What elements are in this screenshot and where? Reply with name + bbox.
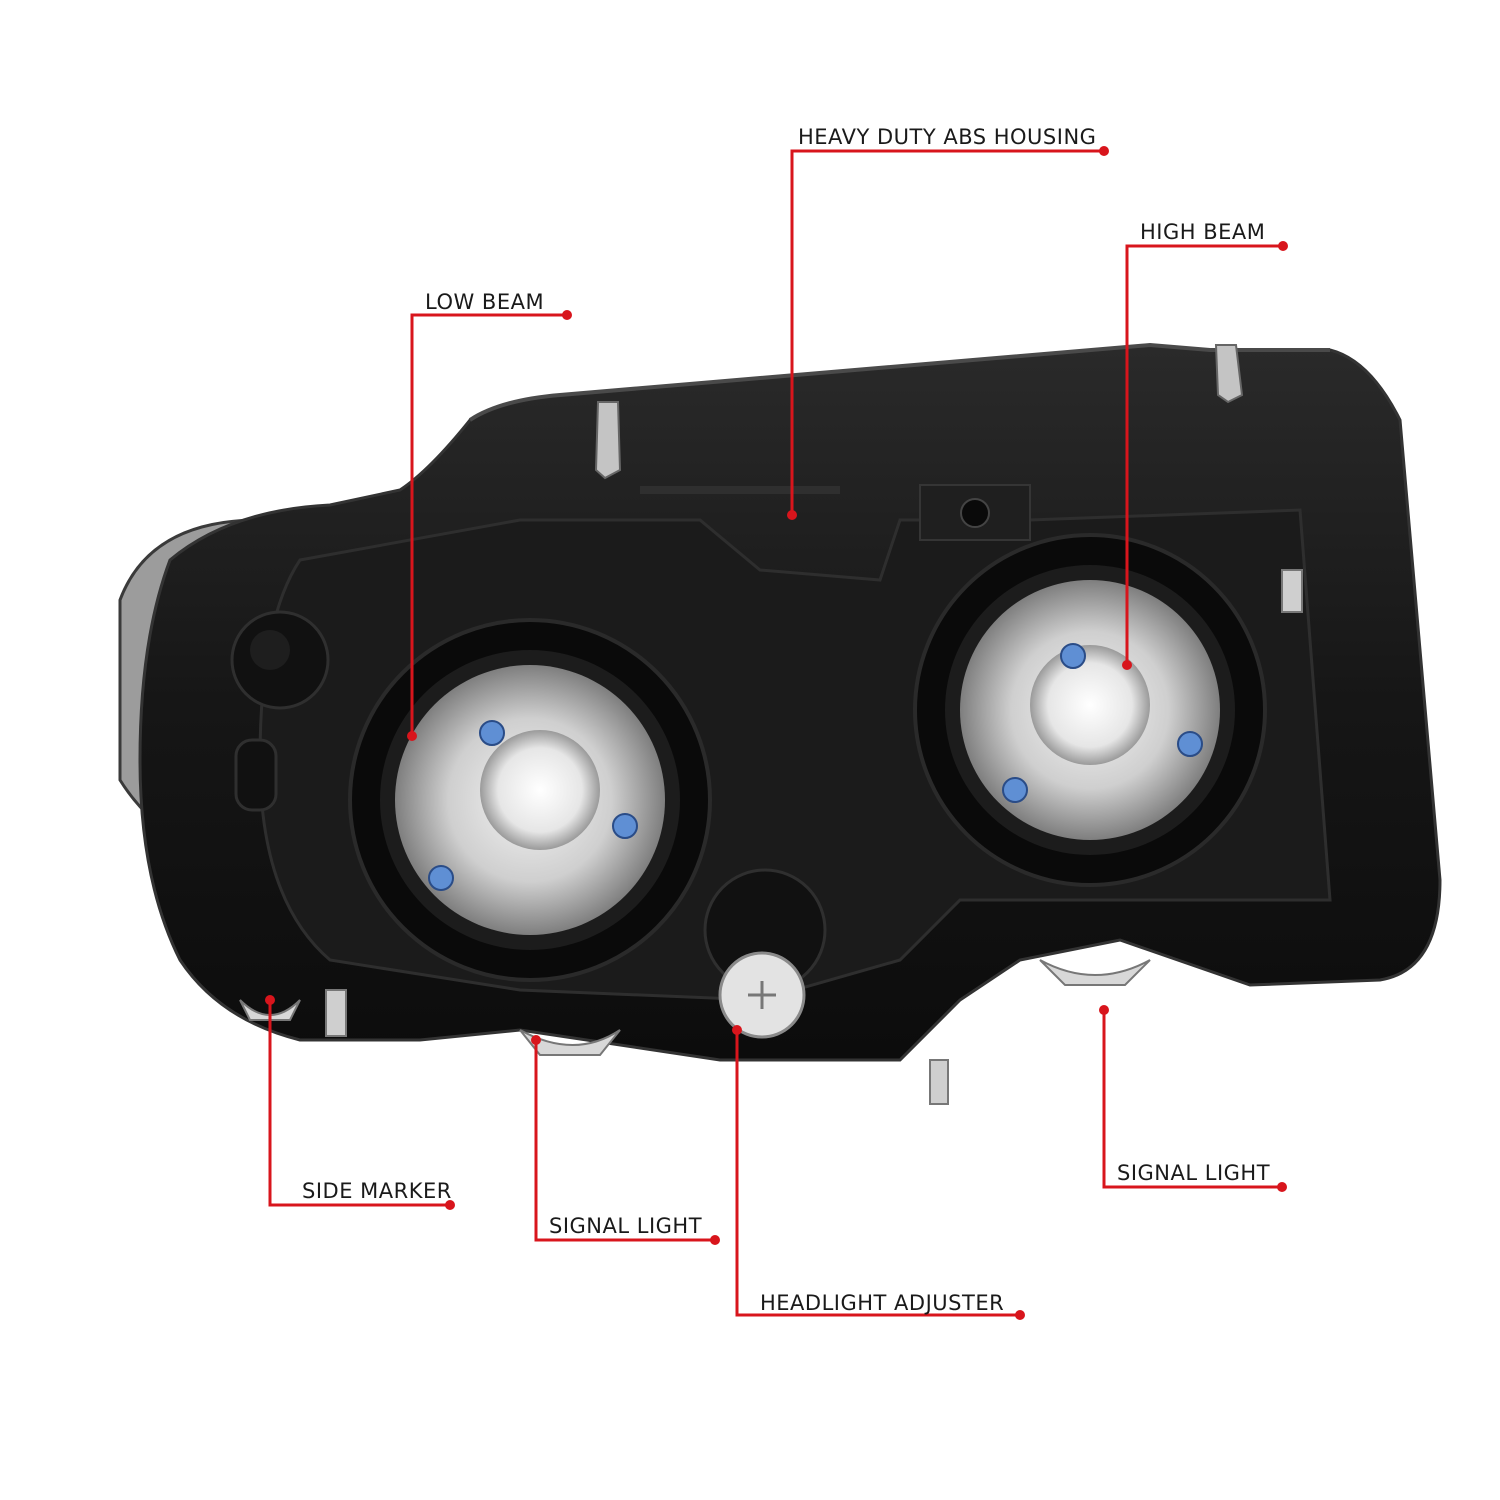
low-beam-screw-1 (479, 720, 505, 746)
dot-abs-target (787, 510, 797, 520)
stud-right (1281, 569, 1303, 613)
callout-signal-light-left: SIGNAL LIGHT (549, 1214, 703, 1238)
high-beam-screw-2 (1177, 731, 1203, 757)
leader-signal-light-right (1102, 1010, 1282, 1189)
callout-heavy-duty-abs-housing: HEAVY DUTY ABS HOUSING (798, 125, 1097, 149)
mounting-clip-right (1214, 344, 1244, 404)
low-beam-screw-2 (612, 813, 638, 839)
callout-side-marker: SIDE MARKER (302, 1179, 452, 1203)
stud-left (325, 989, 347, 1037)
dot-low-target (407, 731, 417, 741)
side-marker-socket (239, 999, 301, 1021)
dot-sigL-target (531, 1035, 541, 1045)
dot-sigL-end (710, 1235, 720, 1245)
dot-abs-end (1099, 146, 1109, 156)
leader-heavy-duty-abs-housing (790, 149, 1104, 515)
leader-side-marker (268, 1000, 450, 1207)
callout-low-beam: LOW BEAM (425, 290, 545, 314)
connector-plug (234, 738, 278, 812)
stud-bottom (929, 1059, 949, 1105)
dot-low-end (562, 310, 572, 320)
signal-socket-right (1039, 959, 1151, 986)
leader-high-beam (1125, 244, 1283, 665)
leader-signal-light-left (534, 1040, 715, 1242)
dot-sigR-end (1277, 1182, 1287, 1192)
dot-side-end (445, 1200, 455, 1210)
high-beam-screw-1 (1060, 643, 1086, 669)
dot-adj-end (1015, 1310, 1025, 1320)
mounting-clip-left (594, 401, 622, 480)
dot-high-end (1278, 241, 1288, 251)
low-beam-screw-3 (428, 865, 454, 891)
dot-sigR-target (1099, 1005, 1109, 1015)
callout-signal-light-right: SIGNAL LIGHT (1117, 1161, 1271, 1185)
dot-side-target (265, 995, 275, 1005)
callout-headlight-adjuster: HEADLIGHT ADJUSTER (760, 1291, 1005, 1315)
callout-high-beam: HIGH BEAM (1140, 220, 1266, 244)
dot-high-target (1122, 660, 1132, 670)
high-beam-screw-3 (1002, 777, 1028, 803)
dot-adj-target (732, 1025, 742, 1035)
leader-low-beam (410, 313, 567, 736)
leader-headlight-adjuster (735, 1030, 1020, 1317)
